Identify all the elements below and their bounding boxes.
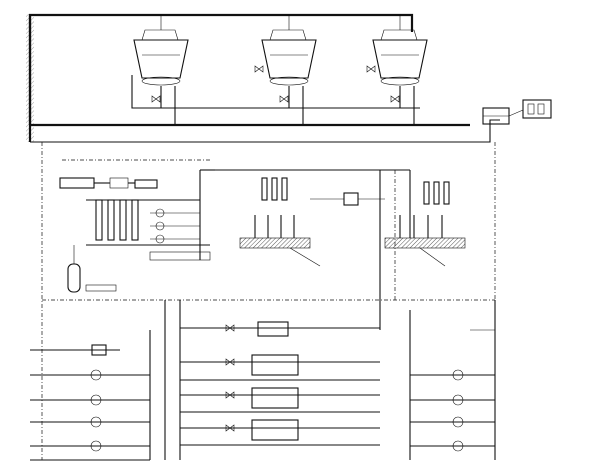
tower-valves — [151, 65, 400, 103]
water-treatment-group — [59, 169, 215, 293]
distribution-headers — [215, 169, 466, 330]
cooling-tower-1 — [133, 15, 189, 86]
top-supply-header — [26, 13, 414, 142]
cooling-tower-2 — [261, 15, 317, 86]
expansion-tank — [482, 99, 552, 125]
primary-pump-group — [30, 300, 166, 461]
chiller-group — [179, 300, 380, 460]
cooling-tower-3 — [372, 15, 428, 86]
control-lines — [41, 142, 496, 460]
tower-outlet-piping — [30, 75, 500, 143]
secondary-pump-group — [409, 300, 496, 460]
